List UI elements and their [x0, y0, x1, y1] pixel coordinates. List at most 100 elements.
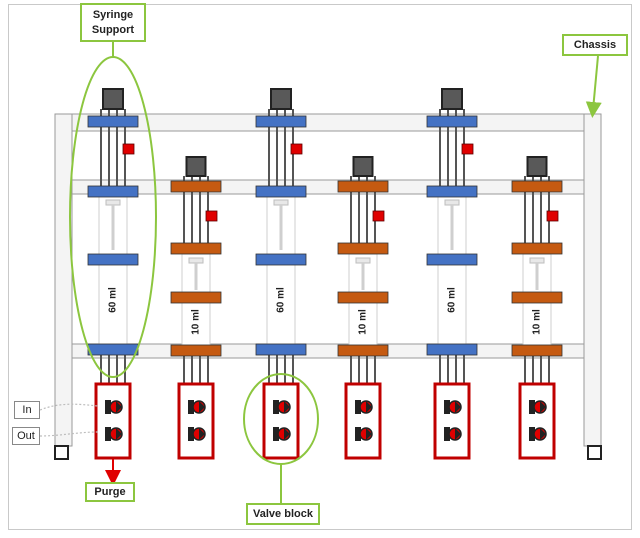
- support-clamp: [170, 344, 222, 357]
- support-clamp: [511, 242, 563, 255]
- support-clamp: [337, 291, 389, 304]
- purge-callout: Purge: [85, 482, 135, 502]
- valve-block: [94, 382, 132, 460]
- chassis-middle-rail: [71, 179, 585, 195]
- syringe-plunger: [355, 257, 371, 264]
- syringe-volume-label: 60 ml: [447, 287, 458, 313]
- support-clamp: [255, 185, 307, 198]
- valve-block-frame: [518, 382, 556, 460]
- valve-block-frame: [94, 382, 132, 460]
- valve-block: [518, 382, 556, 460]
- syringe-plunger: [188, 257, 204, 264]
- valve-body: [529, 400, 535, 414]
- support-clamp: [170, 242, 222, 255]
- valve-arrow-icon: [455, 428, 461, 440]
- valve-body: [188, 400, 194, 414]
- position-marker-red: [546, 210, 559, 222]
- valve-body: [444, 400, 450, 414]
- valve-block-frame: [262, 382, 300, 460]
- syringe-volume-label: 10 ml: [358, 309, 369, 335]
- position-marker-red: [122, 143, 135, 155]
- position-marker-red: [290, 143, 303, 155]
- valve-arrow-icon: [366, 401, 372, 413]
- chassis-lower-rail: [71, 343, 585, 359]
- position-marker-red: [461, 143, 474, 155]
- motor-block: [270, 88, 292, 110]
- motor-block: [185, 156, 207, 177]
- valve-body: [105, 427, 111, 441]
- support-clamp: [255, 343, 307, 356]
- support-clamp: [337, 344, 389, 357]
- valve-body: [273, 427, 279, 441]
- support-clamp: [511, 344, 563, 357]
- valve-arrow-icon: [199, 428, 205, 440]
- valve-arrow-icon: [366, 428, 372, 440]
- support-clamp: [426, 115, 478, 128]
- valve-block: [262, 382, 300, 460]
- valve-body: [529, 427, 535, 441]
- motor-block: [102, 88, 124, 110]
- position-marker-red: [205, 210, 218, 222]
- chassis-foot-right: [587, 445, 602, 460]
- valve-block: [344, 382, 382, 460]
- support-clamp: [255, 115, 307, 128]
- support-clamp: [87, 185, 139, 198]
- support-clamp: [87, 343, 139, 356]
- pump-unit: 60 ml: [255, 88, 307, 460]
- motor-block: [441, 88, 463, 110]
- valve-arrow-icon: [284, 401, 290, 413]
- support-clamp: [170, 291, 222, 304]
- syringe-plunger: [529, 257, 545, 264]
- valve-block-frame: [433, 382, 471, 460]
- support-clamp: [426, 253, 478, 266]
- support-clamp: [87, 115, 139, 128]
- motor-block: [526, 156, 548, 177]
- syringe-plunger: [105, 199, 121, 206]
- pump-unit: 10 ml: [337, 156, 389, 460]
- chassis-right-post: [583, 113, 602, 447]
- syringe-volume-label: 60 ml: [108, 287, 119, 313]
- valve-block: [177, 382, 215, 460]
- valve-body: [188, 427, 194, 441]
- chassis-foot-left: [54, 445, 69, 460]
- pump-units: 60 ml 10 ml 60 ml 10 ml 60 ml 10 ml: [87, 88, 563, 460]
- valve-body: [444, 427, 450, 441]
- valve-body: [355, 400, 361, 414]
- chassis-left-post: [54, 113, 73, 447]
- valve-block-frame: [177, 382, 215, 460]
- valve-arrow-icon: [540, 401, 546, 413]
- syringe-volume-label: 60 ml: [276, 287, 287, 313]
- valve-arrow-icon: [455, 401, 461, 413]
- support-clamp: [511, 180, 563, 193]
- valve-arrow-icon: [116, 401, 122, 413]
- pump-unit: 10 ml: [511, 156, 563, 460]
- syringe-support-callout: Syringe Support: [80, 3, 146, 42]
- pump-unit: 60 ml: [426, 88, 478, 460]
- valve-arrow-icon: [284, 428, 290, 440]
- support-clamp: [511, 291, 563, 304]
- valve-body: [355, 427, 361, 441]
- valve-body: [273, 400, 279, 414]
- motor-block: [352, 156, 374, 177]
- valve-arrow-icon: [199, 401, 205, 413]
- position-marker-red: [372, 210, 385, 222]
- syringe-volume-label: 10 ml: [191, 309, 202, 335]
- support-clamp: [426, 185, 478, 198]
- support-clamp: [255, 253, 307, 266]
- out-tubing: [39, 431, 99, 437]
- pump-unit: 60 ml: [87, 88, 139, 460]
- valve-block-frame: [344, 382, 382, 460]
- valve-arrow-icon: [116, 428, 122, 440]
- valve-block-callout: Valve block: [246, 503, 320, 525]
- syringe-volume-label: 10 ml: [532, 309, 543, 335]
- in-tubing: [39, 403, 99, 411]
- chassis-pointer: [585, 55, 602, 118]
- valve-body: [105, 400, 111, 414]
- in-port-label: In: [14, 401, 40, 419]
- support-clamp: [337, 242, 389, 255]
- support-clamp: [87, 253, 139, 266]
- valve-block: [433, 382, 471, 460]
- chassis-callout: Chassis: [562, 34, 628, 56]
- pump-unit: 10 ml: [170, 156, 222, 460]
